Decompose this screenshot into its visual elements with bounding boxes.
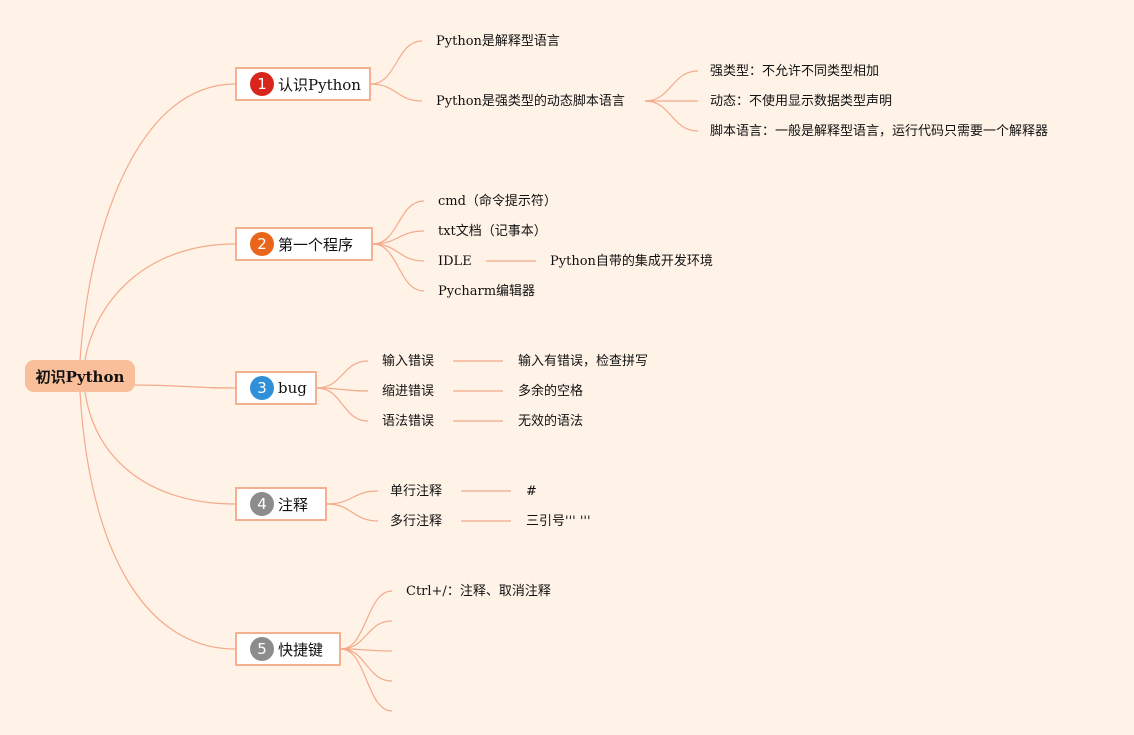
root-connector xyxy=(79,391,236,650)
topic-label: 快捷键 xyxy=(278,640,324,659)
subtopic-label[interactable]: Pycharm编辑器 xyxy=(438,284,536,299)
branch-connector xyxy=(644,100,699,132)
topic-label: 注释 xyxy=(278,495,309,514)
detail-label[interactable]: # xyxy=(526,484,537,499)
subtopic-label[interactable]: 语法错误 xyxy=(382,414,435,429)
number-2-icon: 2 xyxy=(250,232,274,256)
branch-connector xyxy=(316,387,369,422)
detail-label[interactable]: Python自带的集成开发环境 xyxy=(550,254,713,269)
branch-connector xyxy=(644,70,699,102)
branch-connector xyxy=(370,40,423,85)
detail-label[interactable]: 三引号''' ''' xyxy=(526,514,591,529)
subtopic-label[interactable]: 单行注释 xyxy=(390,484,443,499)
branch-connector xyxy=(372,230,425,245)
number-4-icon: 4 xyxy=(250,492,274,516)
subtopic-label[interactable]: txt文档（记事本） xyxy=(438,224,547,239)
branch-connector xyxy=(340,620,393,650)
detail-label[interactable]: 强类型：不允许不同类型相加 xyxy=(710,64,880,79)
subtopic-label[interactable]: IDLE xyxy=(438,254,472,269)
subtopic-label[interactable]: Python是强类型的动态脚本语言 xyxy=(436,94,625,109)
branch-connector xyxy=(340,590,393,650)
root-connector xyxy=(84,243,236,361)
detail-label[interactable]: 输入有错误，检查拼写 xyxy=(518,354,649,369)
topic-node-5[interactable]: 5 快捷键 xyxy=(235,632,341,666)
branch-connector xyxy=(326,503,379,522)
branch-connector xyxy=(326,490,379,505)
number-3-icon: 3 xyxy=(250,376,274,400)
root-connector xyxy=(84,391,236,505)
subtopic-label[interactable]: 缩进错误 xyxy=(382,384,435,399)
topic-label: 第一个程序 xyxy=(278,235,354,254)
detail-label[interactable]: 动态：不使用显示数据类型声明 xyxy=(710,94,893,109)
subtopic-label[interactable]: cmd（命令提示符） xyxy=(438,194,557,209)
subtopic-label[interactable]: 输入错误 xyxy=(382,354,435,369)
branch-connector xyxy=(372,243,425,292)
subtopic-label[interactable]: Python是解释型语言 xyxy=(436,34,560,49)
detail-label[interactable]: 多余的空格 xyxy=(518,384,584,399)
topic-node-3[interactable]: 3 bug xyxy=(235,371,317,405)
root-node[interactable]: 初识Python xyxy=(25,360,135,392)
detail-label[interactable]: 脚本语言：一般是解释型语言，运行代码只需要一个解释器 xyxy=(710,124,1049,139)
branch-connector xyxy=(372,243,425,262)
topic-node-1[interactable]: 1 认识Python xyxy=(235,67,371,101)
branch-connector xyxy=(340,648,393,682)
branch-connector xyxy=(370,83,423,102)
branch-connector xyxy=(340,648,393,712)
topic-node-2[interactable]: 2 第一个程序 xyxy=(235,227,373,261)
root-connector xyxy=(134,384,236,389)
root-connector xyxy=(79,83,236,361)
subtopic-label[interactable]: 多行注释 xyxy=(390,514,443,529)
branch-connector xyxy=(316,360,369,389)
topic-label: 认识Python xyxy=(278,75,361,94)
detail-label[interactable]: 无效的语法 xyxy=(518,414,584,429)
number-5-icon: 5 xyxy=(250,637,274,661)
branch-connector xyxy=(372,200,425,245)
topic-node-4[interactable]: 4 注释 xyxy=(235,487,327,521)
subtopic-label[interactable]: Ctrl+/：注释、取消注释 xyxy=(406,584,551,599)
topic-label: bug xyxy=(278,379,307,397)
root-label: 初识Python xyxy=(35,367,125,386)
number-1-icon: 1 xyxy=(250,72,274,96)
